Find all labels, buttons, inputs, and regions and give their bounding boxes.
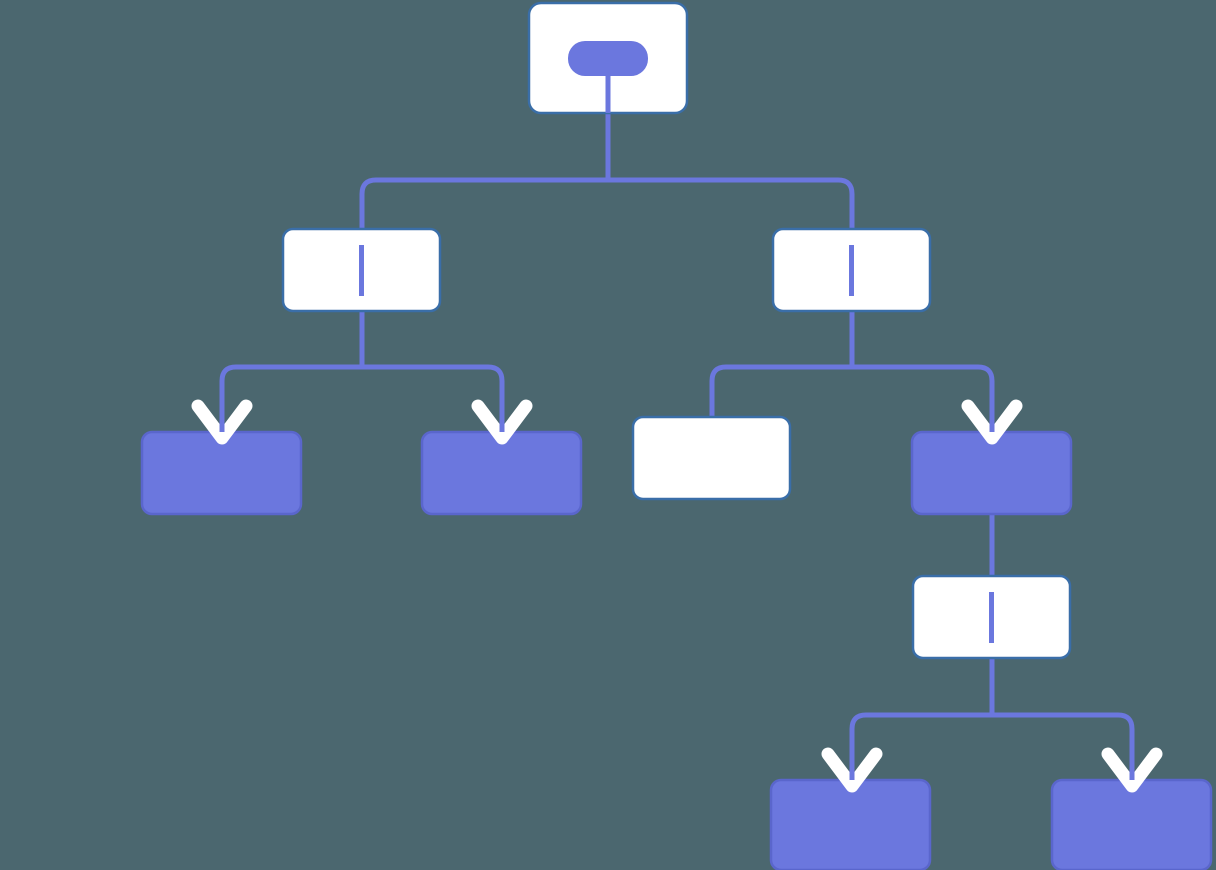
edge-right-branch-to-terminal: [709, 311, 855, 417]
edge-lower-branch-to-leaf-4-chevron-icon: [1101, 747, 1163, 793]
leaf-node-3-box[interactable]: [769, 778, 932, 870]
edge-lower-branch-to-leaf-4: [989, 658, 1135, 780]
leaf-node-4[interactable]: [1050, 778, 1213, 870]
edge-lower-branch-to-leaf-3: [849, 658, 995, 780]
edge-left-branch-to-leaf-2-chevron-icon: [471, 399, 533, 445]
edge-right-branch-to-deep-branch-chevron-icon: [961, 399, 1023, 445]
edge-left-branch-to-leaf-1-chevron-icon: [191, 399, 253, 445]
edge-left-branch-to-leaf-1: [219, 311, 365, 432]
root-node[interactable]: [527, 1, 689, 115]
edge-layer: [219, 113, 1135, 780]
branch-node-right[interactable]: [771, 227, 932, 313]
terminal-node-empty[interactable]: [631, 415, 792, 501]
edge-root-to-left-branch: [359, 113, 611, 229]
edge-root-to-right-branch: [605, 113, 855, 229]
branch-node-lower[interactable]: [911, 574, 1072, 660]
edge-lower-branch-to-leaf-3-chevron-icon: [821, 747, 883, 793]
node-layer: [140, 1, 1213, 870]
edge-left-branch-to-leaf-2: [359, 311, 505, 432]
leaf-node-4-box[interactable]: [1050, 778, 1213, 870]
edge-right-branch-to-deep-branch: [849, 311, 995, 432]
leaf-node-3[interactable]: [769, 778, 932, 870]
terminal-node-empty-box[interactable]: [631, 415, 792, 501]
arrow-layer: [191, 398, 1163, 793]
branch-node-left[interactable]: [281, 227, 442, 313]
